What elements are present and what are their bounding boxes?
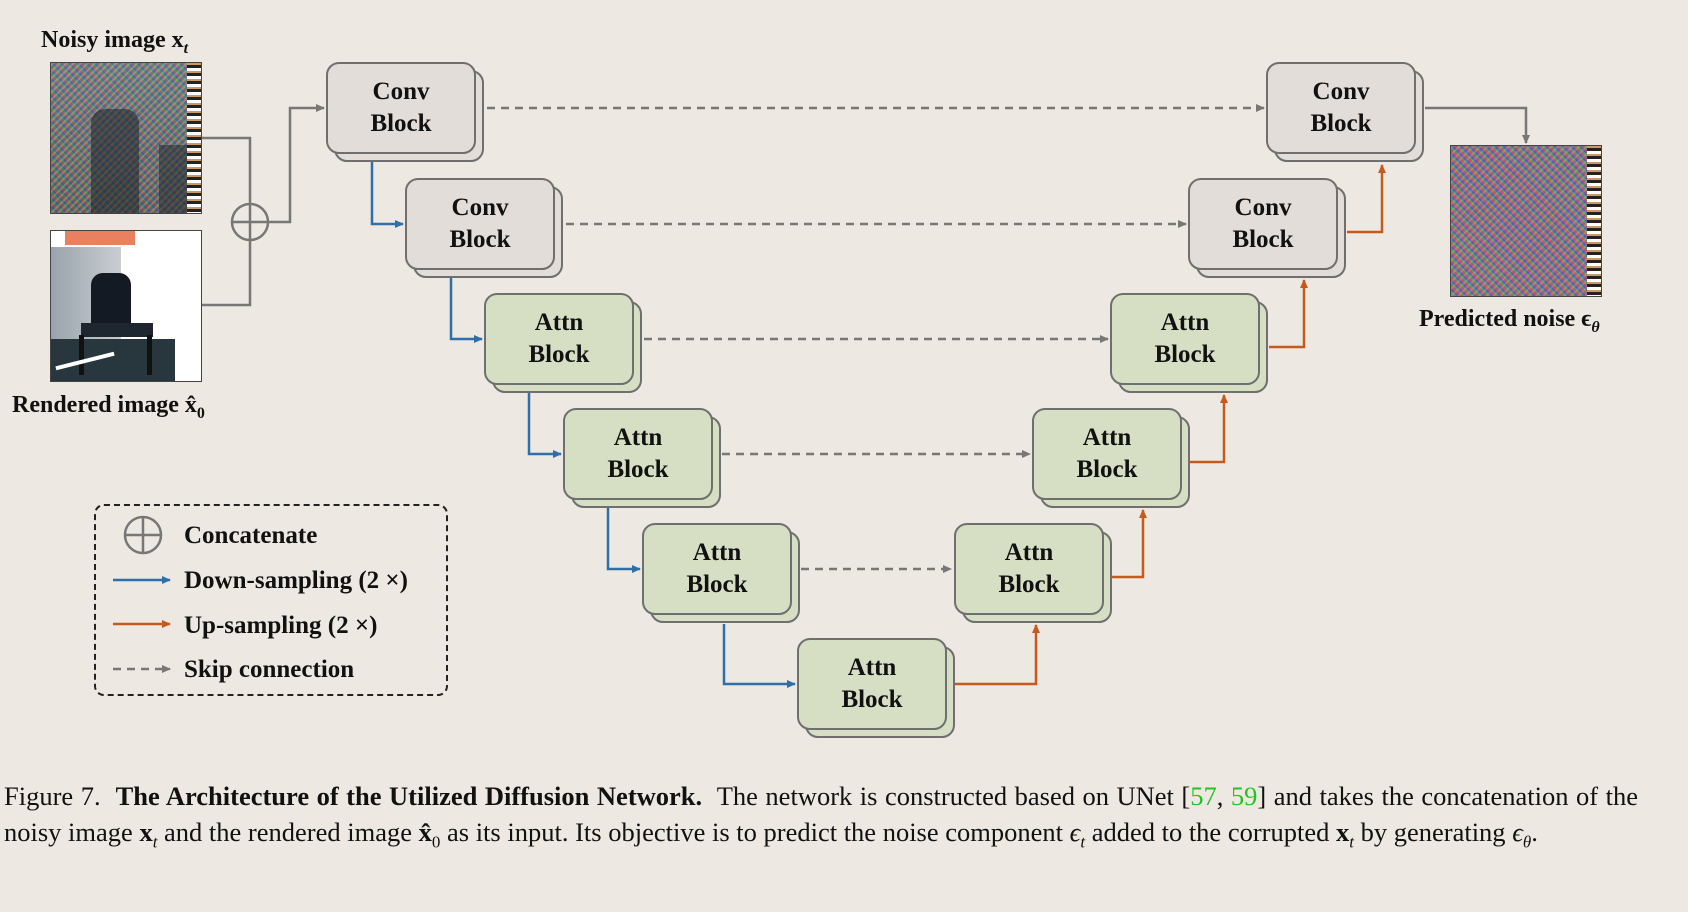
legend-down-label: Down-sampling (2 ×) <box>184 567 408 594</box>
legend-skip-label: Skip connection <box>184 656 355 683</box>
caption-fig-number: Figure 7. <box>4 781 101 811</box>
predicted-noise-label: Predicted noise ϵθ <box>1419 306 1600 336</box>
noisy-image-label: Noisy image xt <box>41 27 189 57</box>
citation-59[interactable]: 59 <box>1230 781 1258 811</box>
citation-57[interactable]: 57 <box>1190 781 1217 811</box>
legend-concat-label: Concatenate <box>184 522 318 549</box>
concat-symbol <box>230 202 270 242</box>
legend-concat-icon <box>123 515 163 555</box>
predicted-noise-image <box>1450 145 1602 297</box>
up-sampling-arrows <box>954 164 1386 686</box>
unet-diagram <box>113 104 1530 688</box>
legend-box: Concatenate Down-sampling (2 ×) Up-sampl… <box>94 504 448 696</box>
caption-title: The Architecture of the Utilized Diffusi… <box>115 781 703 811</box>
down-sampling-arrows <box>370 162 796 688</box>
input-connectors <box>202 104 325 307</box>
noisy-image <box>50 62 202 214</box>
rendered-image <box>50 230 202 382</box>
output-connector <box>1425 106 1530 144</box>
legend-up-label: Up-sampling (2 ×) <box>184 612 378 639</box>
rendered-image-label: Rendered image x̂0 <box>12 392 205 422</box>
figure-caption: Figure 7. The Architecture of the Utiliz… <box>4 781 1638 852</box>
legend-icons <box>113 515 171 673</box>
skip-connections <box>487 104 1265 573</box>
